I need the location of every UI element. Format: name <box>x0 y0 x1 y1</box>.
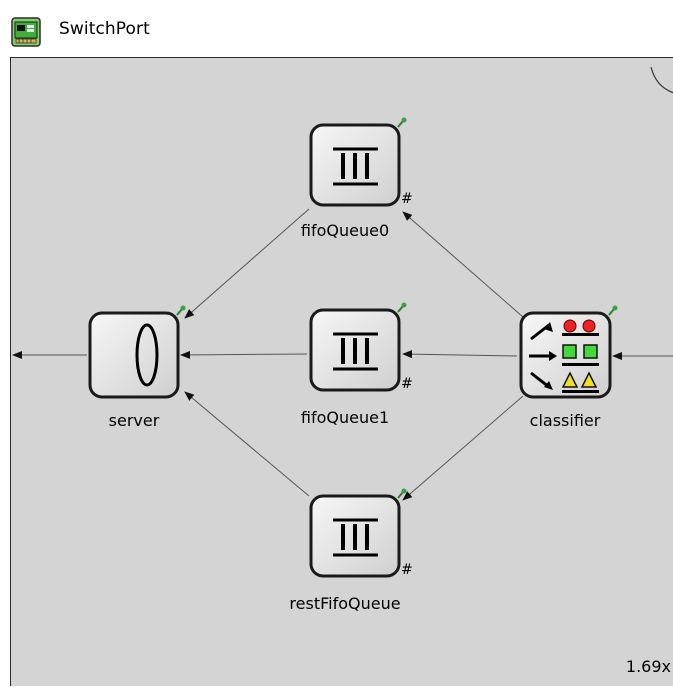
server-label: server <box>108 411 160 430</box>
connection-fifoQueue0-server[interactable] <box>184 208 310 319</box>
fifoQueue1-label: fifoQueue1 <box>300 408 390 427</box>
queue-icon <box>333 332 378 371</box>
restFifoQueue-node[interactable] <box>309 488 407 578</box>
network-card-icon[interactable] <box>11 17 41 47</box>
queue-icon <box>333 518 378 557</box>
submodule-marker: # <box>401 376 413 392</box>
submodule-marker: # <box>401 562 413 578</box>
pin-icon <box>397 117 407 128</box>
queue-icon <box>333 147 378 186</box>
server-node[interactable] <box>88 305 186 399</box>
pin-icon <box>397 488 407 499</box>
connection-restFifoQueue-server[interactable] <box>184 391 310 497</box>
connection-classifier-restFifoQueue[interactable] <box>402 395 524 501</box>
fifoQueue1-node[interactable] <box>309 302 407 392</box>
diagram-svg <box>12 66 673 578</box>
pin-icon <box>397 302 407 313</box>
classifier-icon <box>529 319 599 393</box>
module-canvas[interactable]: # # # fifoQueue0 fifoQueue1 restFifoQueu… <box>10 57 673 686</box>
pin-icon <box>608 305 618 316</box>
fifoQueue0-label: fifoQueue0 <box>300 221 390 240</box>
classifier-label: classifier <box>529 411 601 430</box>
connection-classifier-fifoQueue0[interactable] <box>402 211 524 318</box>
restFifoQueue-label: restFifoQueue <box>289 594 401 613</box>
classifier-node[interactable] <box>519 305 618 399</box>
external-connection-arc <box>650 66 673 94</box>
connection-classifier-fifoQueue1[interactable] <box>402 350 518 359</box>
zoom-level: 1.69x <box>625 657 671 676</box>
pin-icon <box>176 305 186 316</box>
module-title: SwitchPort <box>59 19 150 39</box>
connection-fifoQueue1-server[interactable] <box>180 350 308 359</box>
title-bar: SwitchPort <box>0 0 673 58</box>
submodule-marker: # <box>401 191 413 207</box>
fifoQueue0-node[interactable] <box>309 117 407 207</box>
server-icon <box>135 323 159 387</box>
